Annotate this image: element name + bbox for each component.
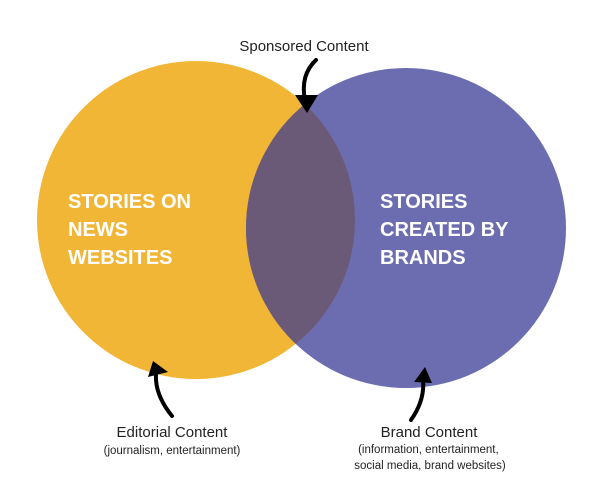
right-circle-label-line: STORIES [380,191,467,213]
sponsored-content-label: Sponsored Content [239,38,369,55]
brand-content-label: Brand Content [381,424,479,441]
editorial-content-label: Editorial Content [117,424,229,441]
right-circle-label-line: BRANDS [380,247,466,269]
brand-content-subtitle-line: social media, brand websites) [354,460,506,472]
arrow-up-icon [148,361,174,418]
right-circle-label-line: CREATED BY [380,219,509,241]
brand-content-subtitle: (information, entertainment, social medi… [354,444,506,472]
left-circle-label: STORIES ON NEWS WEBSITES [68,191,197,269]
sponsored-overlap-region [246,68,355,379]
left-circle-label-line: WEBSITES [68,247,172,269]
left-circle-label-line: STORIES ON [68,191,191,213]
left-circle-label-line: NEWS [68,219,128,241]
arrow-down-icon [295,58,318,113]
editorial-content-subtitle-line: (journalism, entertainment) [104,445,241,457]
editorial-content-subtitle: (journalism, entertainment) [104,445,241,457]
brand-content-subtitle-line: (information, entertainment, [358,444,499,456]
arrow-up-icon [409,367,432,422]
right-circle-label: STORIES CREATED BY BRANDS [380,191,514,269]
